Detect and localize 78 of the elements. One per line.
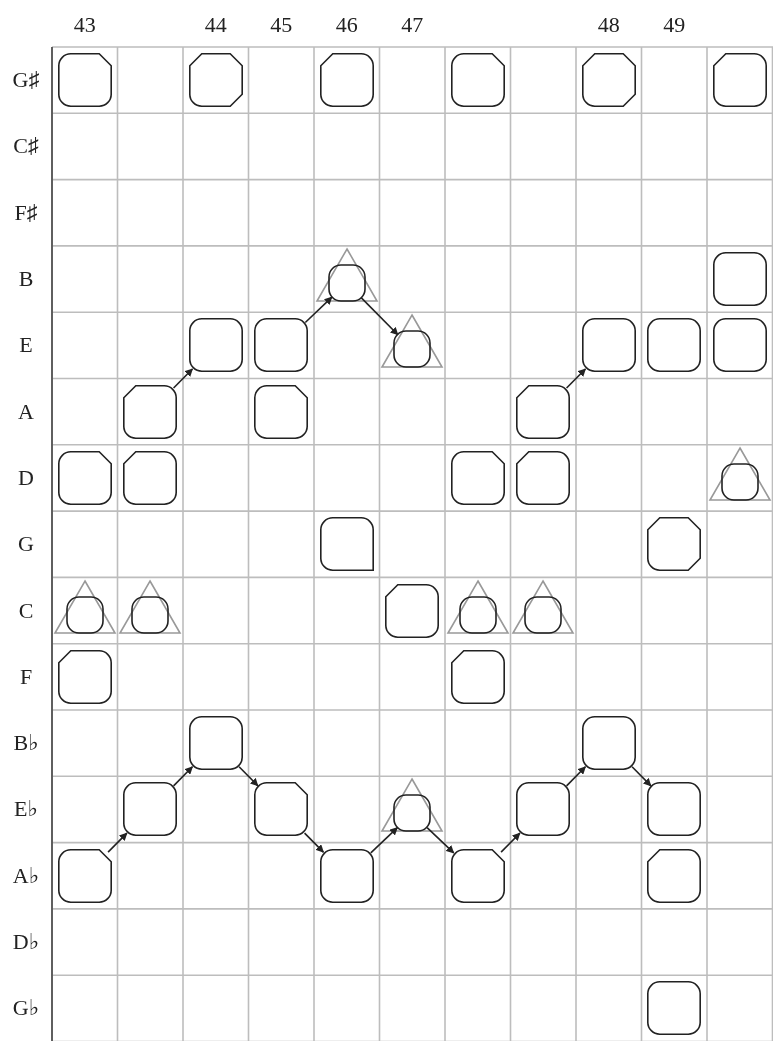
chord-box (712, 318, 767, 373)
triangle-chord-box (53, 579, 116, 634)
row-label: A (18, 400, 34, 423)
chord-box (647, 782, 702, 837)
chord-box (319, 517, 374, 572)
chord-box (319, 848, 374, 903)
triangle-chord-box (446, 579, 509, 634)
column-number: 48 (597, 14, 620, 36)
row-label: D♭ (12, 931, 40, 954)
chord-box (57, 450, 112, 505)
row-label: C (18, 599, 34, 622)
arrow (426, 826, 455, 854)
arrow (238, 766, 259, 787)
row-label: E (19, 334, 33, 357)
row-label: F (19, 665, 33, 688)
row-label: G (18, 533, 34, 556)
chord-box (57, 848, 112, 903)
triangle-chord-box (381, 778, 444, 833)
triangle-chord-box (315, 248, 378, 303)
chord-box (385, 583, 440, 638)
arrow (500, 832, 521, 853)
row-label: B♭ (13, 732, 39, 755)
row-label: F♯ (14, 201, 38, 224)
chord-box (254, 782, 309, 837)
chord-box (516, 384, 571, 439)
chord-box (123, 384, 178, 439)
chord-box (123, 782, 178, 837)
column-number: 47 (401, 14, 424, 36)
chord-box (57, 53, 112, 108)
arrow (631, 766, 652, 787)
chord-box (188, 716, 243, 771)
arrow (172, 766, 194, 787)
triangle-chord-box (119, 579, 182, 634)
triangle-chord-box (512, 579, 575, 634)
arrow (303, 832, 325, 853)
chord-box (516, 450, 571, 505)
row-label: C♯ (13, 135, 39, 158)
row-label: G♭ (12, 997, 40, 1020)
row-label: E♭ (14, 798, 38, 821)
chord-box (581, 53, 636, 108)
row-label: D (18, 466, 34, 489)
chord-box (254, 318, 309, 373)
arrow (107, 832, 128, 853)
row-label: B (18, 268, 34, 291)
triangle-chord-box (708, 446, 771, 501)
chord-box (188, 318, 243, 373)
column-number: 44 (204, 14, 227, 36)
chord-box (581, 318, 636, 373)
chord-box (319, 53, 374, 108)
chord-box (450, 450, 505, 505)
column-number: 43 (73, 14, 96, 36)
chord-box (516, 782, 571, 837)
chord-box (647, 517, 702, 572)
chord-box (712, 252, 767, 307)
column-number: 46 (335, 14, 358, 36)
row-label: G♯ (12, 69, 40, 92)
chord-box (647, 318, 702, 373)
chord-box (188, 53, 243, 108)
chord-box (57, 649, 112, 704)
arrow (565, 368, 587, 389)
chord-box (581, 716, 636, 771)
chord-box (450, 53, 505, 108)
chord-box (450, 848, 505, 903)
arrow (370, 826, 399, 854)
arrow (565, 766, 587, 787)
chord-box (450, 649, 505, 704)
arrow (360, 296, 399, 336)
column-number: 45 (270, 14, 293, 36)
triangle-chord-box (381, 314, 444, 369)
chord-box (123, 450, 178, 505)
chord-box (712, 53, 767, 108)
row-label: A♭ (12, 864, 40, 887)
column-number: 49 (663, 14, 686, 36)
chord-box (647, 848, 702, 903)
arrow (172, 368, 194, 389)
chord-box (647, 981, 702, 1036)
arrow (304, 296, 333, 324)
chord-box (254, 384, 309, 439)
